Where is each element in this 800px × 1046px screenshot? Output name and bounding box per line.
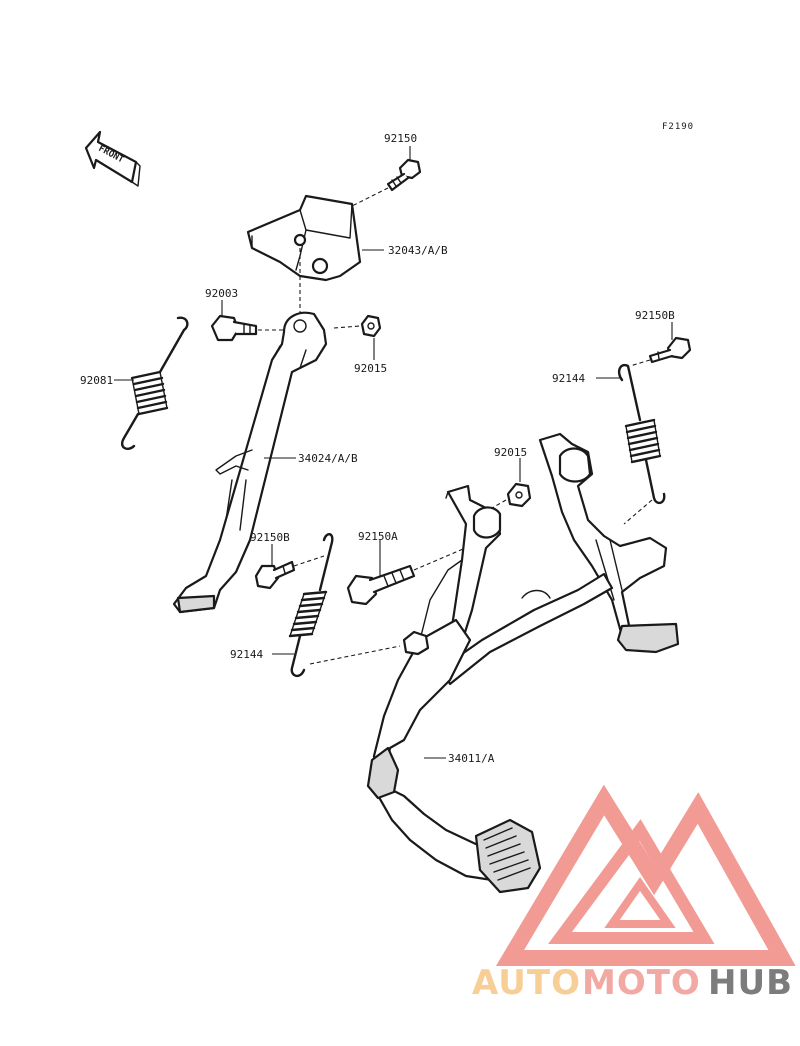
nut-right (491, 482, 532, 509)
label-center-stand: 34011/A (448, 752, 495, 765)
watermark-moto: MOTO (582, 963, 701, 1003)
bolt-right (629, 336, 692, 367)
label-nut-right: 92015 (494, 446, 527, 459)
bolt-left (254, 555, 325, 590)
label-bolt-right: 92150B (635, 309, 675, 322)
label-bolt-center: 92150A (358, 530, 398, 543)
label-bolt-top: 92150 (384, 132, 417, 145)
bolt-center (346, 545, 471, 606)
pivot-bolt (210, 314, 294, 342)
watermark-hub: HUB (708, 963, 793, 1003)
label-pivot-bolt: 92003 (205, 287, 238, 300)
center-stand (366, 432, 680, 894)
label-spring-right: 92144 (552, 372, 585, 385)
label-side-stand: 34024/A/B (298, 452, 358, 465)
diagram-code: F2190 (662, 122, 694, 132)
stand-bracket (246, 194, 362, 318)
automotohub-watermark: AUTO MOTO HUB (472, 963, 793, 1003)
label-bracket: 32043/A/B (388, 244, 448, 257)
front-direction-arrow-icon: FRONT (84, 130, 141, 187)
automotohub-logo (495, 784, 796, 966)
nut-upper (333, 314, 382, 338)
label-bolt-left: 92150B (250, 531, 290, 544)
center-stand-spring-left (288, 533, 401, 678)
center-stand-spring-right (617, 363, 666, 525)
label-spring-left: 92144 (230, 648, 263, 661)
side-stand-spring (120, 316, 189, 450)
label-nut-upper: 92015 (354, 362, 387, 375)
side-stand (172, 311, 328, 614)
label-side-spring: 92081 (80, 374, 113, 387)
watermark-auto: AUTO (472, 963, 581, 1003)
